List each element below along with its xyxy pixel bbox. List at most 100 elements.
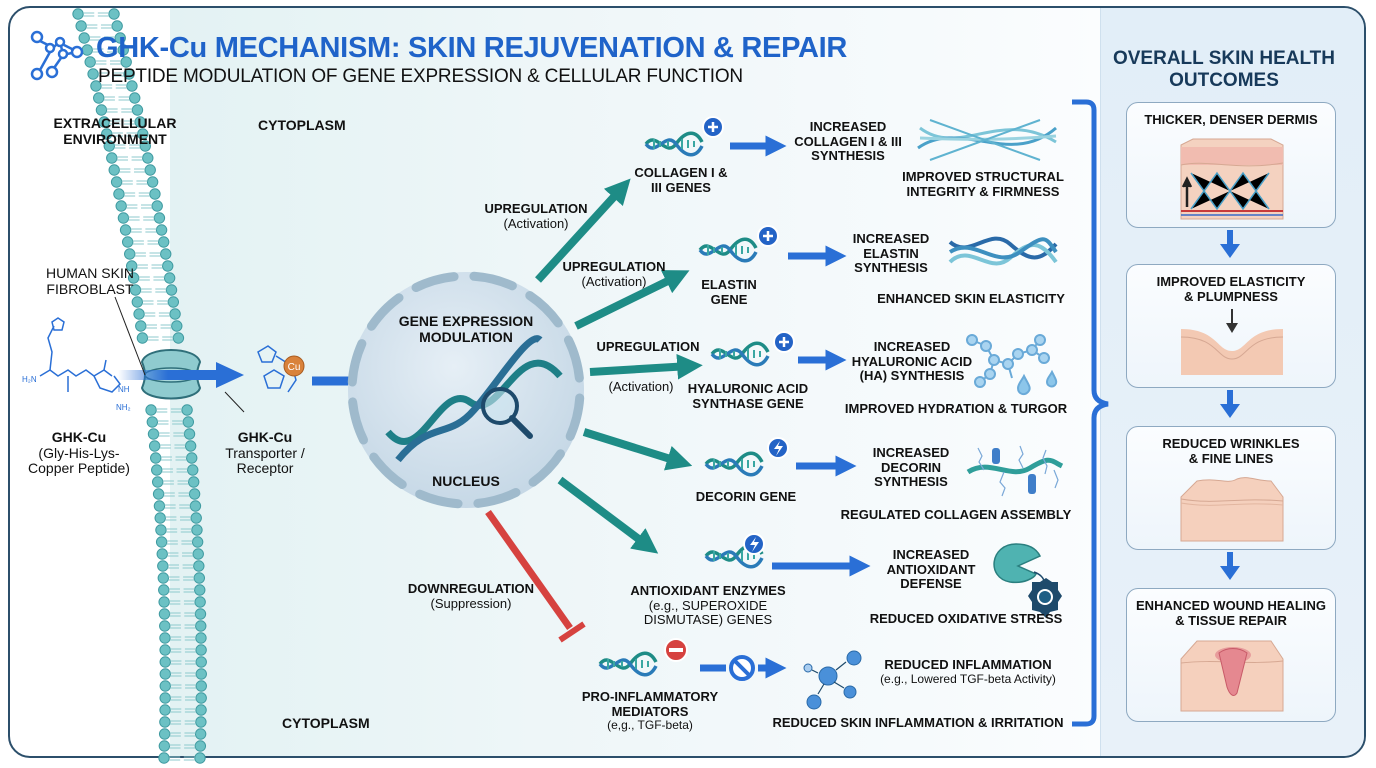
nuclear-envelope-segment <box>469 271 517 291</box>
phospholipid-head <box>135 320 147 332</box>
phospholipid-head <box>117 44 129 56</box>
copper-label: Cu <box>288 362 301 373</box>
effect-label-inflammatory: REDUCED INFLAMMATION(e.g., Lowered TGF-b… <box>880 657 1056 686</box>
outcome-card-wound-healing: ENHANCED WOUND HEALING& TISSUE REPAIR <box>1126 588 1336 722</box>
lipid-tail <box>134 252 146 257</box>
lipid-tail <box>151 264 163 269</box>
lipid-tail <box>183 576 195 581</box>
phospholipid-head <box>191 536 204 548</box>
lipid-tail <box>160 324 172 329</box>
outcome-label-antioxidant: REDUCED OXIDATIVE STRESS <box>869 611 1063 626</box>
lipid-tail <box>97 12 110 17</box>
collagen-fibers-icon <box>917 119 1057 161</box>
lipid-tail <box>170 408 183 413</box>
phospholipid-head <box>195 668 207 680</box>
outcome-label-hyaluronic: IMPROVED HYDRATION & TURGOR <box>844 401 1068 416</box>
transporter-pointer <box>224 391 245 413</box>
outcome-flow-arrow <box>1227 390 1233 406</box>
phospholipid-head <box>158 596 170 608</box>
lipid-tail <box>104 36 116 41</box>
lipid-tail <box>140 288 152 293</box>
outcome-label-decorin: REGULATED COLLAGEN ASSEMBLY <box>840 507 1072 522</box>
phospholipid-head <box>148 440 161 452</box>
phospholipid-head <box>194 740 207 752</box>
lipid-tail <box>169 636 182 641</box>
phospholipid-head <box>187 476 200 488</box>
ghk-peptide-structure-icon <box>39 317 121 393</box>
nuclear-envelope-segment <box>348 397 369 445</box>
lipid-tail <box>109 120 121 125</box>
lipid-tail <box>132 240 144 245</box>
phospholipid-head <box>115 200 127 212</box>
lipid-tail <box>106 108 118 113</box>
phospholipid-head <box>153 500 166 512</box>
outcome-card-dermis: THICKER, DENSER DERMIS <box>1126 102 1336 228</box>
cytoplasm-label-top: CYTOPLASM <box>258 117 346 133</box>
phospholipid-head <box>84 56 96 68</box>
lipid-tail <box>169 756 181 761</box>
phospholipid-head <box>187 464 199 476</box>
phospholipid-head <box>146 416 159 428</box>
phospholipid-head <box>87 68 99 80</box>
lipid-tail <box>162 480 174 485</box>
lipid-tail <box>184 624 196 629</box>
lipid-tail <box>86 24 98 29</box>
enzyme-pacman-icon <box>993 543 1062 618</box>
lipid-tail <box>136 180 148 185</box>
lipid-tail <box>170 660 182 665</box>
lipid-tail <box>147 336 159 341</box>
lipid-tail <box>160 456 172 461</box>
lipid-tail <box>119 168 131 173</box>
phospholipid-head <box>72 8 84 20</box>
phospholipid-head <box>134 116 146 128</box>
lipid-tail <box>158 432 170 437</box>
phospholipid-head <box>121 236 134 248</box>
activation-arrow-antioxidant <box>557 476 659 554</box>
phospholipid-head <box>159 692 171 704</box>
nuclear-envelope-segment <box>369 452 407 490</box>
lipid-tail <box>92 48 104 53</box>
lipid-tail <box>166 540 178 545</box>
regulation-sub-hyaluronic: (Activation) <box>608 379 674 394</box>
lipid-tail <box>114 144 126 149</box>
plus-badge-icon <box>757 225 779 247</box>
lipid-tail <box>175 456 187 461</box>
lipid-tail <box>158 312 171 317</box>
lipid-tail <box>121 180 133 185</box>
phospholipid-head <box>90 80 102 92</box>
upregulation-arrow-hyaluronic <box>589 353 703 380</box>
phospholipid-head <box>157 236 170 248</box>
lipid-tail <box>143 216 155 221</box>
smooth-skin-icon <box>1180 477 1284 542</box>
lipid-tail <box>123 120 136 125</box>
phospholipid-head <box>120 56 132 68</box>
phospholipid-head <box>189 500 202 512</box>
prohibited-icon <box>729 655 755 681</box>
minus-badge-icon <box>664 638 688 662</box>
lipid-tail <box>170 708 182 713</box>
phospholipid-head <box>184 440 197 452</box>
lipid-tail <box>183 600 196 605</box>
lipid-tail <box>178 492 190 497</box>
phospholipid-head <box>158 608 171 620</box>
outcomes-brace <box>1072 99 1109 727</box>
lipid-tail <box>167 552 179 557</box>
outcome-card-elasticity: IMPROVED ELASTICITY& PLUMPNESS <box>1126 264 1336 388</box>
lipid-tail <box>169 624 181 629</box>
lipid-tail <box>98 72 110 77</box>
lipid-tail <box>111 132 123 137</box>
regulation-label-hyaluronic: UPREGULATION <box>596 339 700 354</box>
lipid-tail <box>170 672 182 677</box>
phospholipid-head <box>192 548 204 560</box>
lipid-tail <box>173 432 185 437</box>
lipid-tail <box>112 72 125 77</box>
transporter-label: GHK-Cu Transporter /Receptor <box>225 429 305 477</box>
outcome-label-elastin: ENHANCED SKIN ELASTICITY <box>877 291 1065 306</box>
phospholipid-head <box>169 308 181 320</box>
phospholipid-head <box>152 488 165 500</box>
